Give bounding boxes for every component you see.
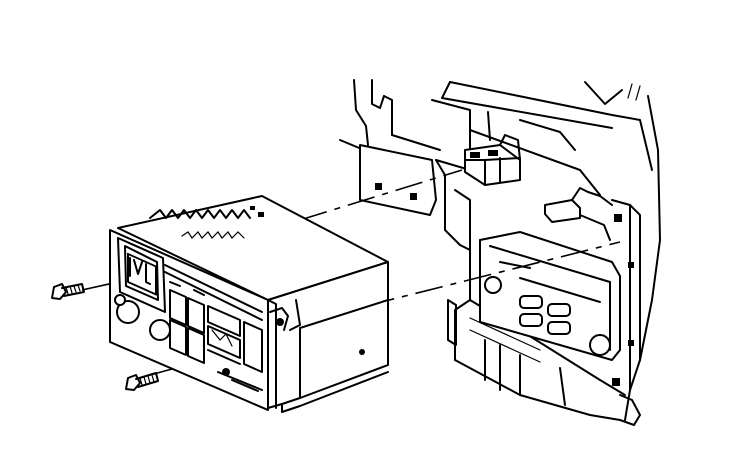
hvac-control-panel <box>479 214 634 386</box>
screw-upper <box>51 283 85 300</box>
wiring-connector-main <box>464 134 521 186</box>
dash-mount-bracket <box>339 79 661 426</box>
screw-lower <box>125 372 159 391</box>
radio-unit <box>109 195 389 413</box>
wiring-connector-antenna <box>544 187 613 241</box>
